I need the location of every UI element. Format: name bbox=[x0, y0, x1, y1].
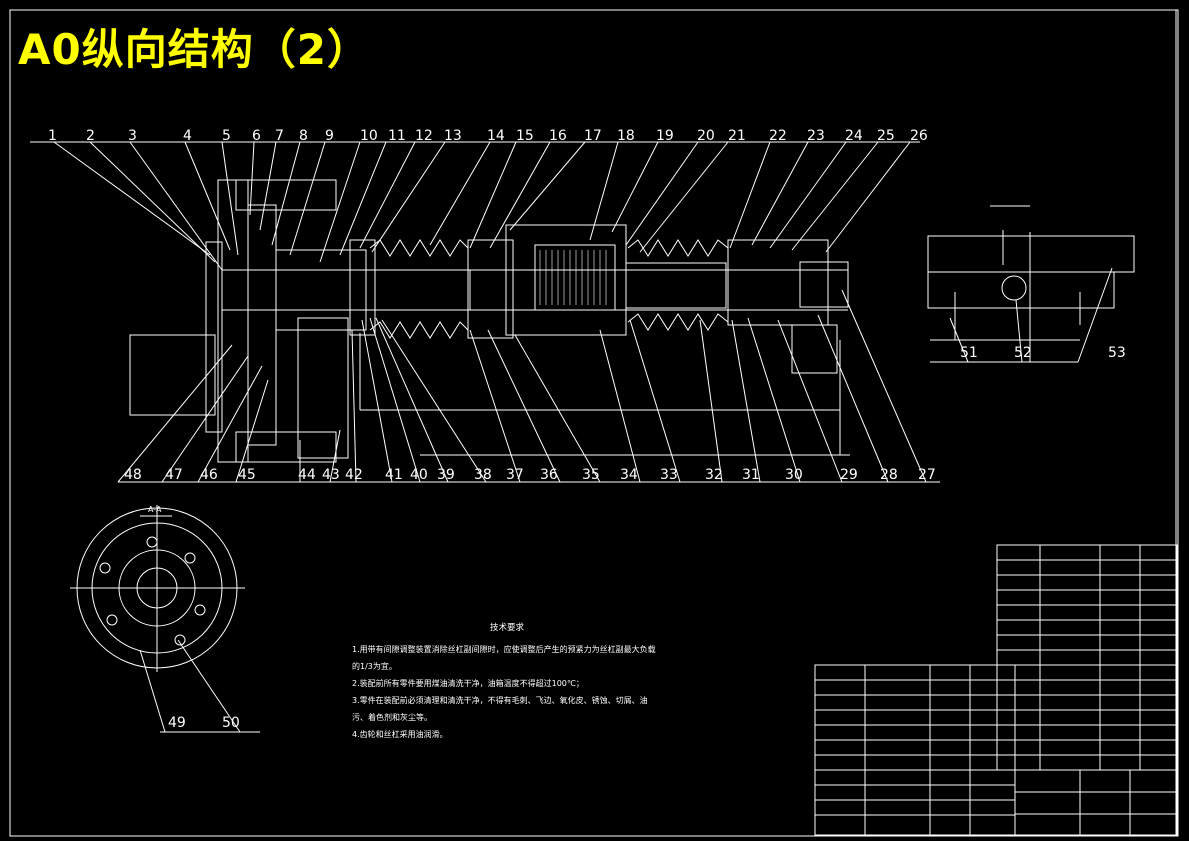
technical-requirements: 技术要求 1.用带有间隙调整装置消除丝杠副间隙时，应使调整后产生的预紧力为丝杠副… bbox=[352, 620, 662, 743]
page-title: A0纵向结构（2） bbox=[18, 25, 370, 74]
note-line: 3.零件在装配前必须清理和清洗干净，不得有毛刺、飞边、氧化皮、锈蚀、切屑、油污、… bbox=[352, 696, 648, 722]
note-line: 4.齿轮和丝杠采用油润滑。 bbox=[352, 730, 448, 739]
note-line: 2.装配前所有零件要用煤油清洗干净，油箱温度不得超过100℃； bbox=[352, 679, 584, 688]
notes-title: 技术要求 bbox=[489, 623, 524, 633]
note-line: 1.用带有间隙调整装置消除丝杠副间隙时，应使调整后产生的预紧力为丝杠副最大负载的… bbox=[352, 645, 656, 671]
